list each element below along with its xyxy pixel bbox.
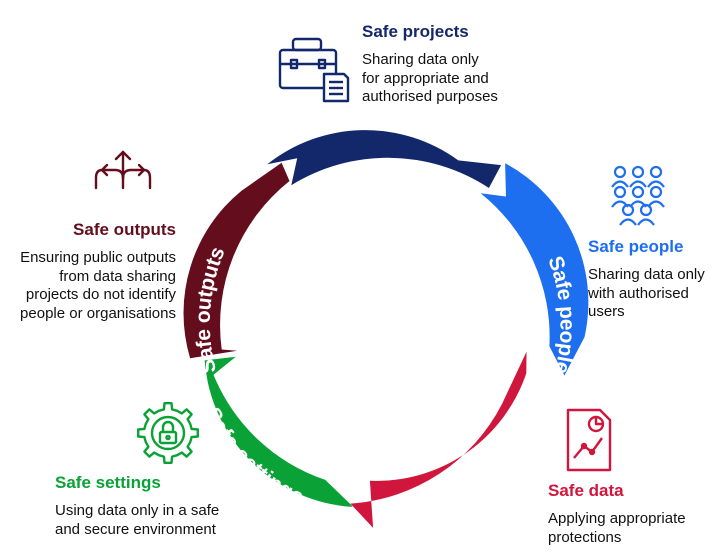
info-safe-data: Safe data Applying appropriate protectio… — [548, 481, 718, 547]
info-title-projects: Safe projects — [362, 22, 469, 41]
people-group-icon — [611, 165, 665, 226]
info-safe-projects: Safe projects Sharing data only for appr… — [362, 22, 562, 107]
info-title-settings: Safe settings — [55, 473, 161, 492]
info-desc-settings: Using data only in a safe and secure env… — [55, 502, 220, 538]
info-desc-people: Sharing data only with authorised users — [588, 266, 705, 320]
ring-segment-outputs — [183, 162, 290, 359]
info-safe-settings: Safe settings Using data only in a safe … — [55, 473, 305, 539]
ring-label-data: Safe data — [463, 427, 544, 509]
info-safe-people: Safe people Sharing data only with autho… — [588, 237, 718, 322]
info-desc-projects: Sharing data only for appropriate and au… — [362, 51, 498, 105]
briefcase-document-icon — [278, 37, 350, 103]
info-desc-data: Applying appropriate protections — [548, 510, 686, 546]
info-safe-outputs: Safe outputs Ensuring public outputs fro… — [2, 220, 176, 323]
info-desc-outputs: Ensuring public outputs from data sharin… — [20, 249, 176, 322]
info-title-outputs: Safe outputs — [73, 220, 176, 239]
info-title-data: Safe data — [548, 481, 624, 500]
data-report-icon — [566, 408, 612, 472]
ring-segment-settings — [204, 356, 353, 507]
split-arrows-icon — [94, 150, 152, 190]
ring-segment-data — [350, 351, 527, 528]
ring-segment-projects — [267, 130, 502, 188]
gear-lock-icon — [137, 402, 199, 464]
info-title-people: Safe people — [588, 237, 684, 256]
ring-segment-people — [480, 163, 589, 376]
